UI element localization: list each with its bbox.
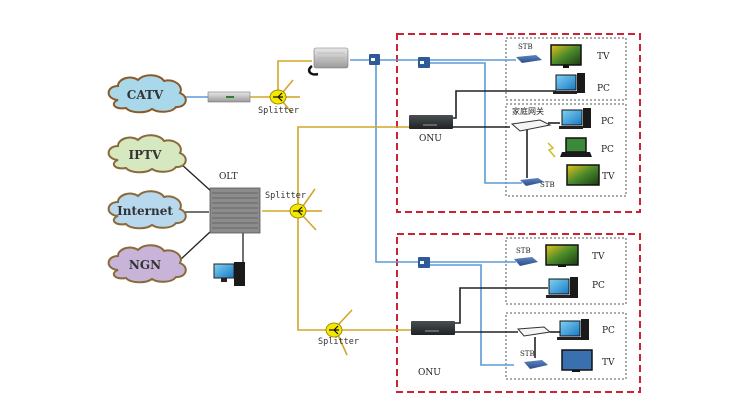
tv-1a-label: TV [597,52,610,62]
cloud-catv[interactable] [107,74,187,114]
tv-1a-icon[interactable] [550,44,582,68]
cloud-iptv[interactable] [107,134,187,174]
splitter-bottom-label: Splitter [318,337,359,347]
tv-2b-icon[interactable] [561,349,593,372]
onu-2-label: ONU [418,368,441,378]
stb-1b-icon[interactable] [520,178,544,186]
laptop-1b-icon[interactable] [560,137,592,157]
tv-2b-label: TV [602,358,615,368]
pc-1b2-label: PC [601,145,614,155]
splitter-top-label: Splitter [258,106,299,116]
home-box-1a [505,37,627,101]
coax-tap-1-icon [369,54,380,65]
coax-links [182,59,522,366]
home-gateway-icon[interactable] [510,119,552,132]
pc-1b-label: PC [601,117,614,127]
tv-1b-label: TV [602,172,615,182]
onu-1-icon[interactable] [409,115,453,129]
cloud-ngn[interactable] [107,244,187,284]
fiber-links [250,60,411,356]
stb-2a-icon[interactable] [514,257,538,266]
coax-tap-2-icon [418,57,430,68]
pc-1a-icon[interactable] [553,73,585,94]
user-zone-2-border [396,233,641,393]
stb-2b-label: STB [520,350,535,358]
service-label-ngn: NGN [128,258,162,272]
wireless-icon [547,142,556,158]
pc-2b-label: PC [602,326,615,336]
coax-tap-3-icon [418,257,430,268]
splitter-middle-label: Splitter [265,191,306,201]
service-label-iptv: IPTV [128,148,162,162]
pc-2a-label: PC [592,281,605,291]
home-box-1b [505,103,627,197]
stb-1a-icon[interactable] [516,55,542,63]
stb-1b-label: STB [540,181,555,189]
service-label-catv: CATV [126,88,164,102]
pc-1b-icon[interactable] [559,108,591,129]
home-gateway-label: 家庭网关 [512,107,544,116]
home-box-2a [505,237,627,305]
tv-1b-icon[interactable] [566,164,600,186]
pc-2b-icon[interactable] [557,319,589,340]
stb-1a-label: STB [518,43,533,51]
splitter-bottom-icon [325,322,343,338]
pc-2a-icon[interactable] [546,277,578,298]
tv-2a-icon[interactable] [545,244,579,267]
home-box-2b [505,312,627,380]
onu-2-icon[interactable] [411,321,455,335]
olt-chassis-icon[interactable] [209,187,261,234]
service-label-internet: Internet [117,204,173,218]
pc-1a-label: PC [597,84,610,94]
service-links [179,162,244,262]
onu-1-label: ONU [419,134,442,144]
tv-2a-label: TV [592,252,605,262]
user-zone-1-border [396,33,641,213]
stb-2a-label: STB [516,247,531,255]
optical-node-icon [307,47,349,76]
stb-2b-icon[interactable] [524,360,548,369]
management-pc-icon [213,262,245,286]
cloud-internet[interactable] [107,190,187,230]
splitter-middle-icon [289,203,307,219]
olt-label: OLT [219,172,238,182]
splitter-top-icon [269,89,287,105]
catv-transmitter-icon [207,91,251,103]
ethernet-links [452,90,560,358]
router-2b-icon[interactable] [516,326,552,337]
